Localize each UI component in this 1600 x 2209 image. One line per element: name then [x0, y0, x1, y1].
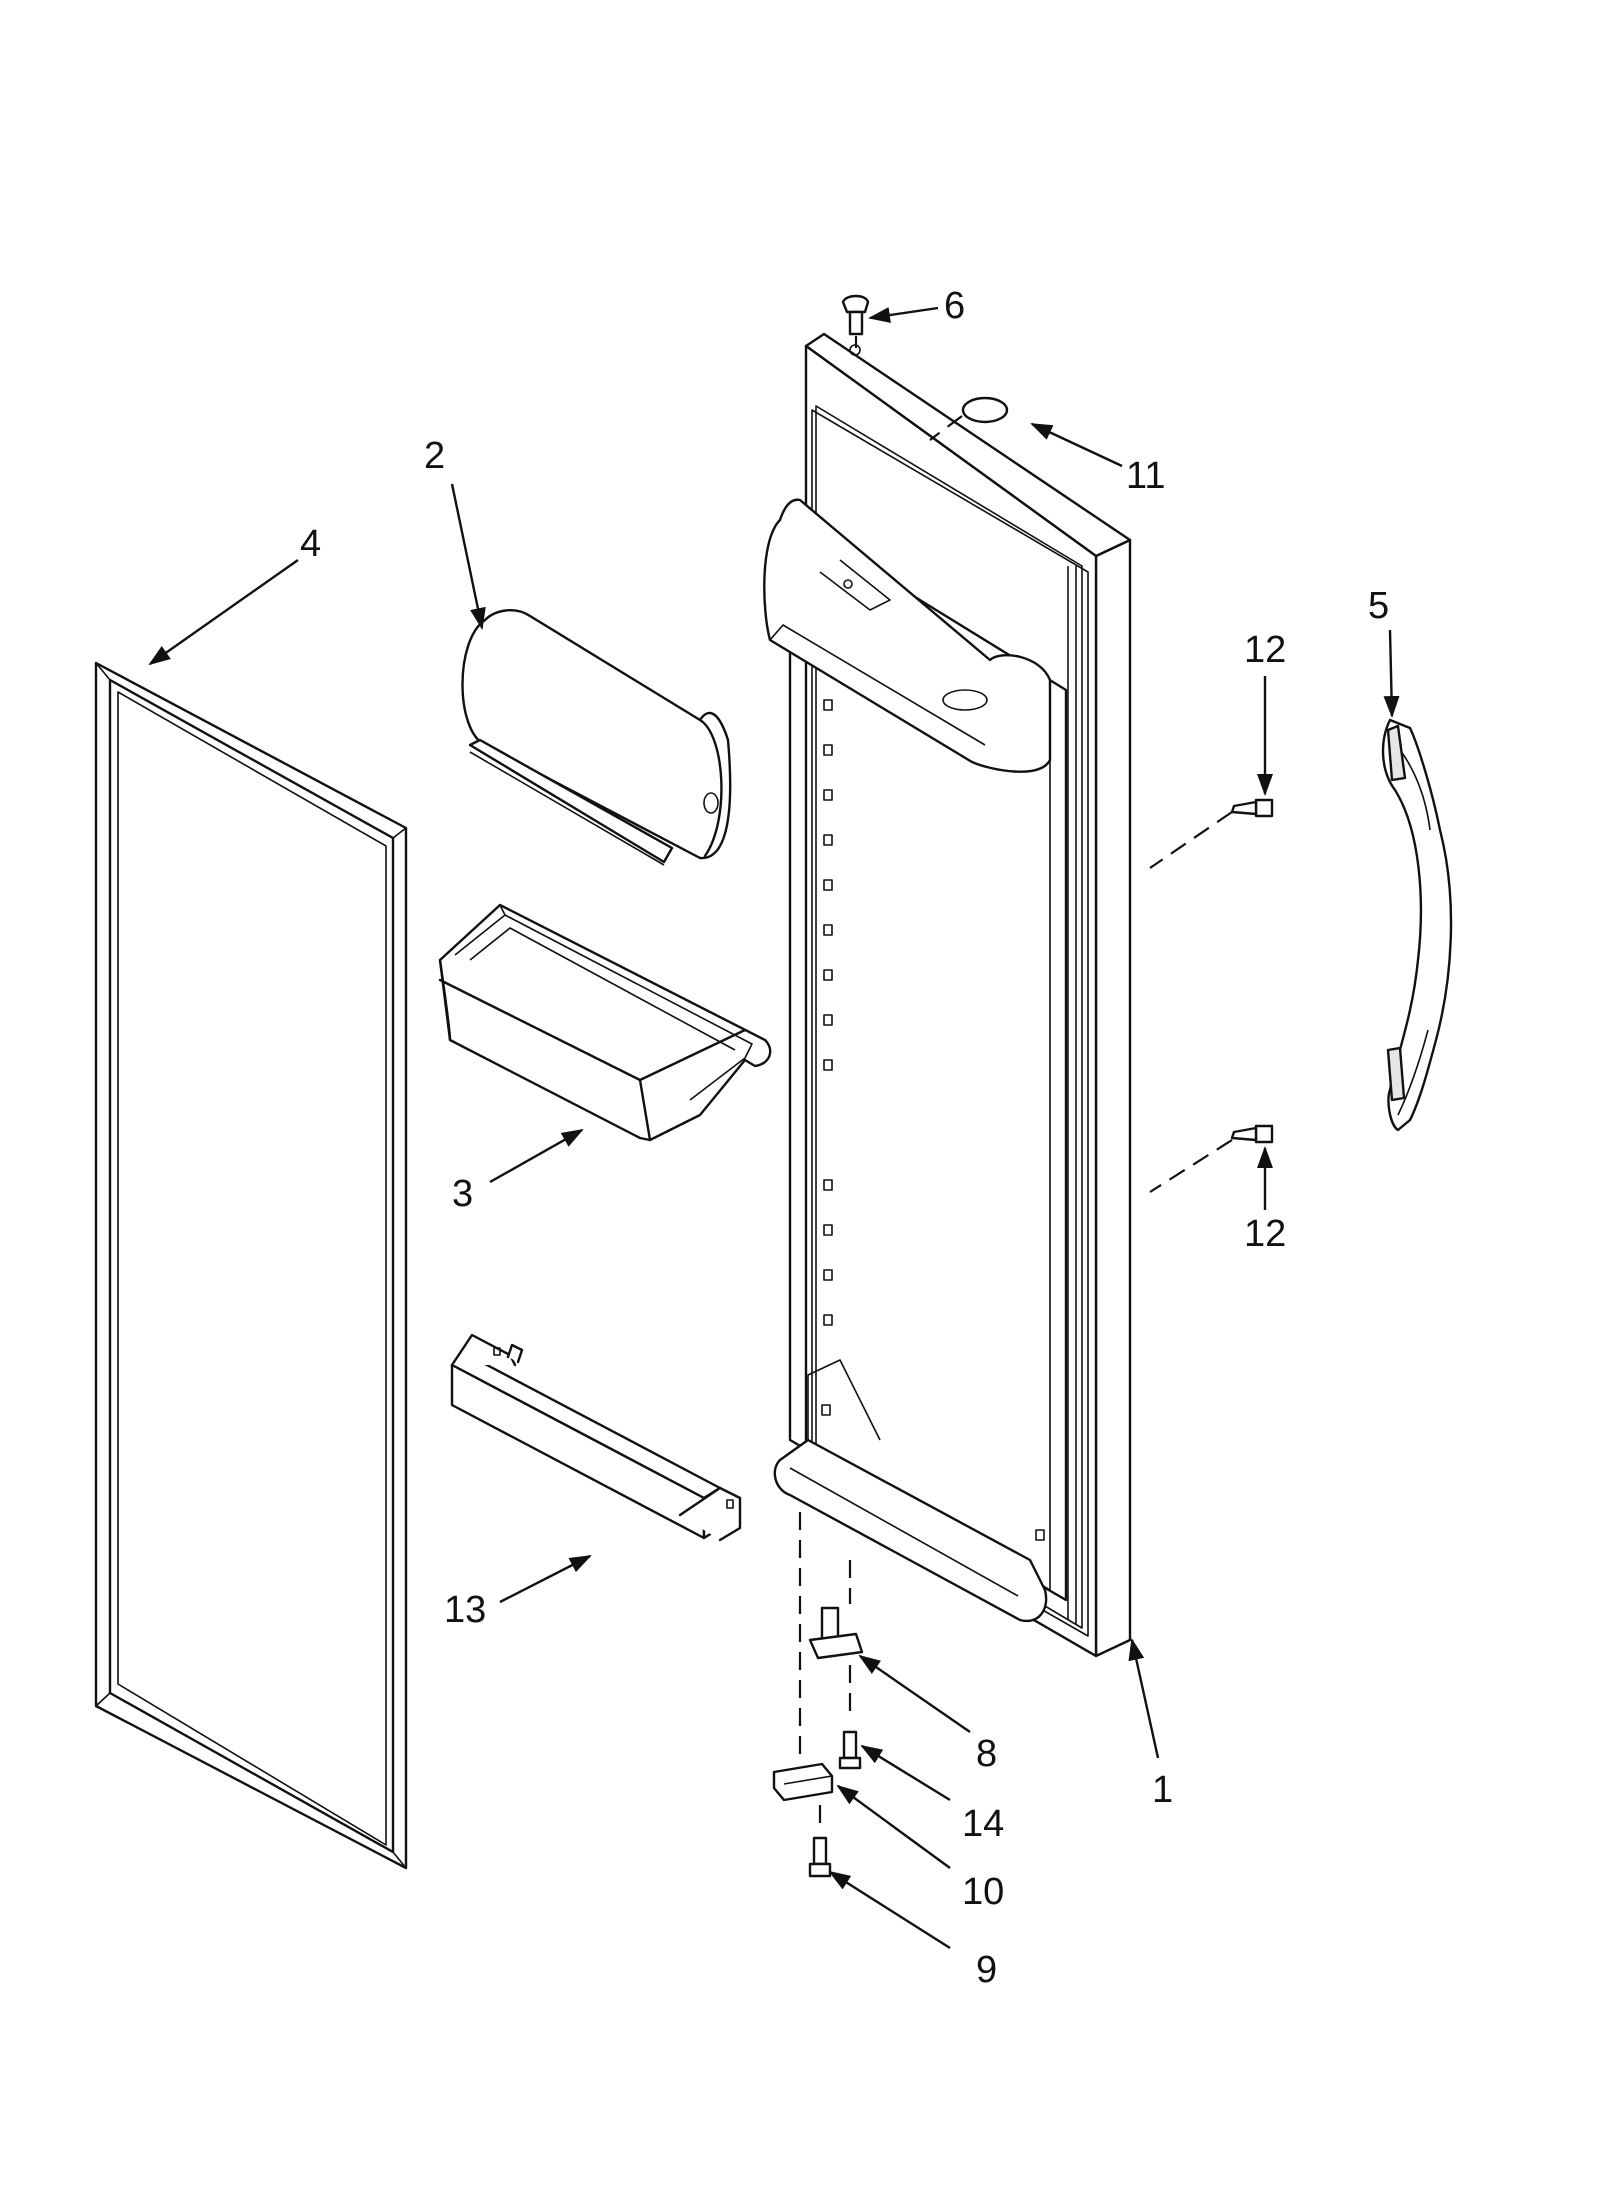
callout-labels: 4 2 3 13 6 11 5 12 12 1 8 14 10 9	[300, 285, 1389, 1991]
callout-1: 1	[1152, 1769, 1173, 1811]
callout-11: 11	[1126, 455, 1165, 497]
hinge-plug	[841, 294, 870, 348]
hinge-bracket	[772, 1512, 834, 1830]
callout-5: 5	[1368, 585, 1389, 627]
door-bin	[438, 903, 772, 1142]
screw-14	[838, 1730, 862, 1770]
callout-8: 8	[976, 1733, 997, 1775]
door-handle	[1381, 718, 1453, 1132]
callout-10: 10	[962, 1871, 1004, 1913]
screw-9	[808, 1836, 832, 1878]
shelf-notches	[823, 699, 833, 1326]
dairy-cover	[461, 609, 732, 866]
callout-12-lower: 12	[1244, 1213, 1286, 1255]
handle-screw-lower	[1149, 1124, 1274, 1193]
door-gasket	[94, 661, 408, 1870]
callout-6: 6	[944, 285, 965, 327]
handle-screw-upper	[1149, 798, 1274, 869]
callout-3: 3	[452, 1173, 473, 1215]
plug-button	[929, 396, 1009, 441]
callout-2: 2	[424, 435, 445, 477]
hinge-pin	[808, 1560, 864, 1720]
leader-arrows	[148, 306, 1400, 1950]
callout-14: 14	[962, 1803, 1004, 1845]
callout-13: 13	[444, 1589, 486, 1631]
door-assembly	[763, 332, 1132, 1658]
door-shelf-rail	[450, 1333, 742, 1542]
callout-9: 9	[976, 1949, 997, 1991]
callout-4: 4	[300, 523, 321, 565]
callout-12-upper: 12	[1244, 629, 1286, 671]
